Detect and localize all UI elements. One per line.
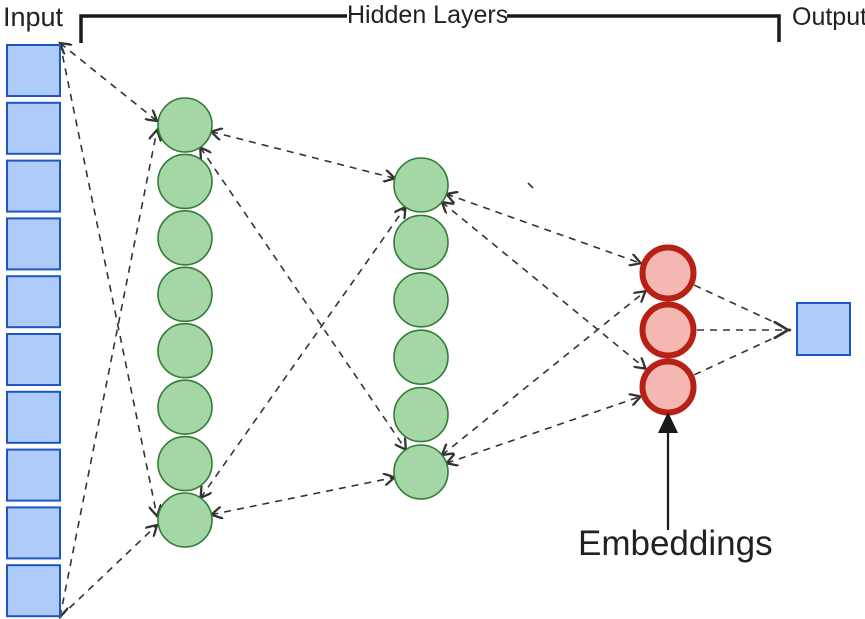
output-node [796, 302, 851, 356]
hidden2-node-2 [393, 214, 449, 271]
input-node-5 [6, 275, 61, 329]
hidden1-node-8 [157, 492, 213, 548]
hidden1-node-5 [157, 322, 213, 379]
connector-lines [60, 43, 792, 617]
hidden1-node-6 [157, 379, 213, 435]
embedding-node-1 [639, 244, 697, 302]
hidden2-node-1 [393, 157, 449, 213]
hidden-layers-bracket [79, 14, 781, 43]
input-node-10 [6, 564, 61, 618]
input-label: Input [3, 2, 64, 32]
stray-dash [527, 182, 534, 189]
input-node-4 [6, 217, 61, 271]
hidden1-node-7 [157, 435, 213, 492]
input-node-6 [6, 333, 61, 386]
arrow-head-icon [658, 412, 678, 433]
input-node-8 [6, 448, 61, 502]
embeddings-label: Embeddings [578, 524, 773, 563]
network-nodes [6, 44, 851, 618]
hidden1-node-4 [157, 266, 213, 323]
input-node-9 [6, 506, 61, 560]
input-node-1 [6, 44, 61, 97]
hidden-layers-label: Hidden Layers [347, 1, 509, 29]
hidden2-node-4 [393, 329, 449, 386]
hidden2-node-6 [393, 444, 449, 500]
hidden1-node-3 [157, 210, 213, 266]
input-node-2 [6, 101, 61, 155]
input-node-3 [6, 159, 61, 213]
hidden1-node-2 [157, 153, 213, 210]
embedding-node-2 [639, 301, 697, 359]
embeddings-arrow [658, 412, 678, 530]
input-node-7 [6, 390, 61, 444]
hidden1-node-1 [157, 97, 213, 153]
hidden2-node-5 [393, 386, 449, 443]
hidden2-node-3 [393, 271, 449, 328]
output-label: Output [792, 3, 865, 31]
embedding-node-3 [639, 358, 697, 416]
